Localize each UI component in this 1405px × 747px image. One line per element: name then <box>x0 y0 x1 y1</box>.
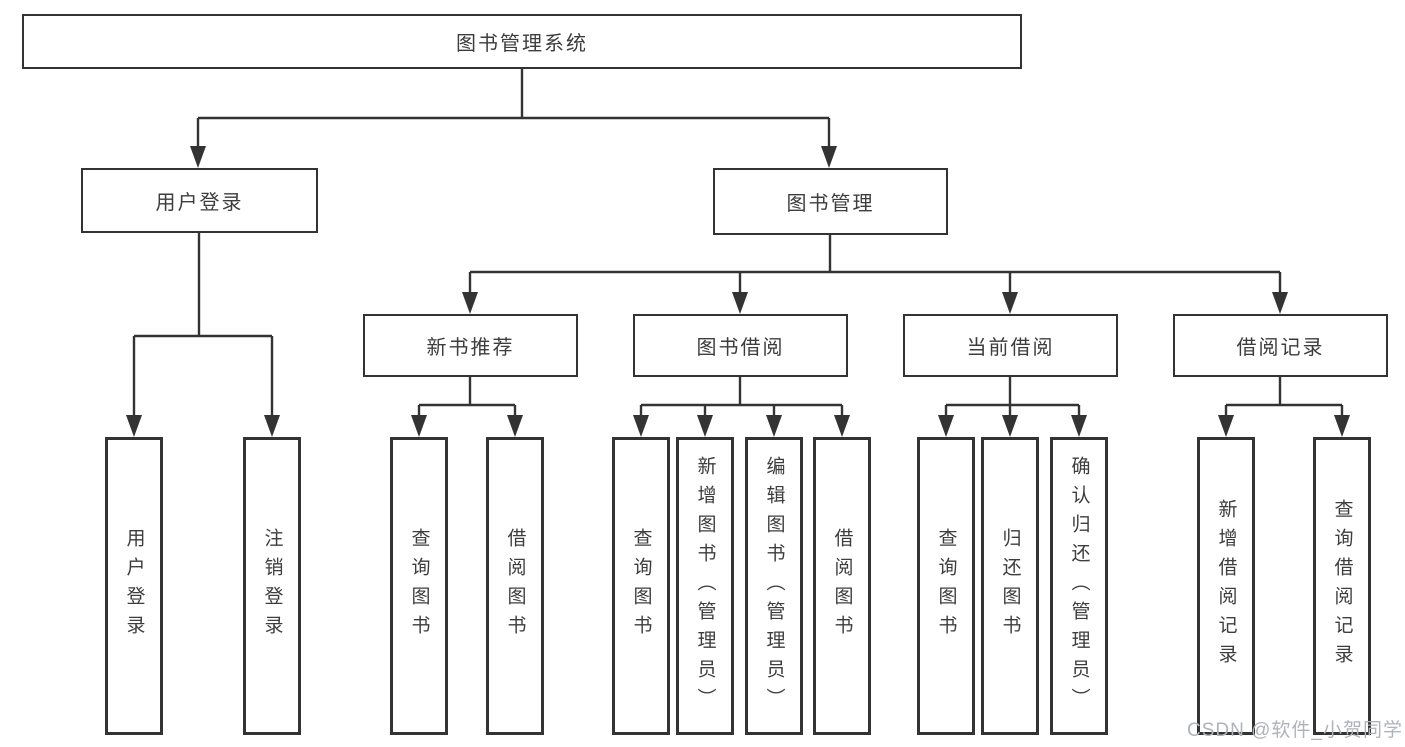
leaf-add-borrow-record: 新增借阅记录 <box>1197 437 1255 735</box>
leaf-query-books-borrow: 查询图书 <box>612 437 670 735</box>
leaf-user-login: 用户登录 <box>105 437 163 735</box>
arrowhead-icon <box>1071 415 1087 437</box>
arrowhead-icon <box>732 292 748 314</box>
arrowhead-icon <box>1002 415 1018 437</box>
arrowhead-icon <box>938 415 954 437</box>
node-current-borrow: 当前借阅 <box>903 314 1118 377</box>
node-book-management: 图书管理 <box>713 168 948 235</box>
leaf-query-books-current: 查询图书 <box>917 437 975 735</box>
arrowhead-icon <box>507 415 523 437</box>
leaf-borrow-books-rec: 借阅图书 <box>486 437 544 735</box>
node-root-system: 图书管理系统 <box>22 14 1022 69</box>
node-book-borrow: 图书借阅 <box>633 314 848 377</box>
node-borrow-record: 借阅记录 <box>1173 314 1388 377</box>
connector-borrow-record-branch <box>1218 377 1350 437</box>
arrowhead-icon <box>633 415 649 437</box>
leaf-add-books-admin: 新增图书（管理员） <box>676 437 734 735</box>
arrowhead-icon <box>264 415 280 437</box>
connector-book-borrow-branch <box>633 377 850 437</box>
connector-book-mgmt-to-level3 <box>462 235 1288 314</box>
arrowhead-icon <box>190 146 206 168</box>
connector-user-login-branch <box>126 233 280 437</box>
arrowhead-icon <box>1272 292 1288 314</box>
leaf-borrow-books: 借阅图书 <box>813 437 871 735</box>
arrowhead-icon <box>821 146 837 168</box>
csdn-watermark: CSDN @软件_小贺同学 <box>1187 720 1403 741</box>
arrowhead-icon <box>462 292 478 314</box>
arrowhead-icon <box>1218 415 1234 437</box>
connector-current-borrow-branch <box>938 377 1087 437</box>
leaf-logout: 注销登录 <box>243 437 301 735</box>
leaf-query-borrow-record: 查询借阅记录 <box>1313 437 1371 735</box>
arrowhead-icon <box>834 415 850 437</box>
leaf-edit-books-admin: 编辑图书（管理员） <box>745 437 803 735</box>
connector-root-to-level2 <box>190 69 837 168</box>
arrowhead-icon <box>766 415 782 437</box>
arrowhead-icon <box>1002 292 1018 314</box>
arrowhead-icon <box>126 415 142 437</box>
node-user-login: 用户登录 <box>81 168 318 233</box>
arrowhead-icon <box>411 415 427 437</box>
arrowhead-icon <box>1334 415 1350 437</box>
arrowhead-icon <box>697 415 713 437</box>
connector-new-book-branch <box>411 377 523 437</box>
leaf-confirm-return-admin: 确认归还（管理员） <box>1050 437 1108 735</box>
leaf-query-books-rec: 查询图书 <box>390 437 448 735</box>
leaf-return-books: 归还图书 <box>981 437 1039 735</box>
node-new-book-recommend: 新书推荐 <box>363 314 578 377</box>
